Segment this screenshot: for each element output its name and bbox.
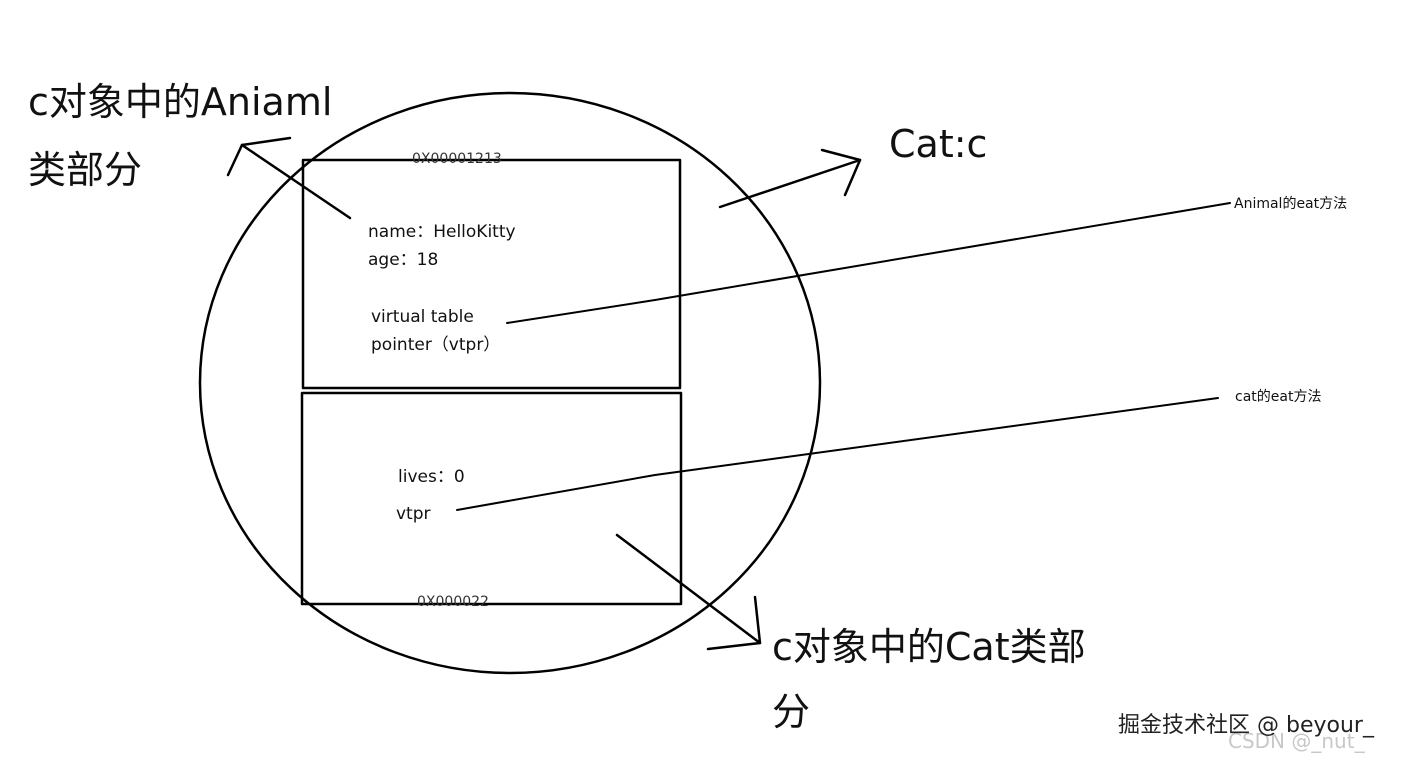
animal-address-label: 0X00001213 [412, 151, 502, 167]
animal-eat-pointer-line [506, 202, 1231, 324]
animal-part-box [301, 158, 682, 390]
vtable-pointer-line1: virtual table [371, 307, 474, 327]
vtable-pointer-line2: pointer（vtpr） [371, 335, 500, 355]
ghost-watermark: CSDN @_nut_ [1228, 729, 1366, 753]
object-ellipse [198, 91, 822, 675]
age-field: age：18 [368, 250, 438, 270]
watermark: 掘金技术社区 @ beyour_ [1118, 713, 1375, 738]
cat-part-label-line2: 分 [772, 690, 810, 734]
animal-part-label-line1: c对象中的Aniaml [28, 80, 332, 124]
cat-part-label-line1: c对象中的Cat类部 [772, 625, 1086, 669]
cat-object-label: Cat:c [889, 122, 987, 166]
cat-vtpr-field: vtpr [396, 504, 431, 524]
cat-eat-method-label: cat的eat方法 [1235, 389, 1321, 405]
cat-part-box [300, 391, 683, 606]
animal-part-arrow [226, 136, 352, 220]
cat-part-arrow [615, 533, 762, 651]
cat-eat-pointer-line [456, 397, 1219, 511]
animal-part-label-line2: 类部分 [28, 148, 142, 192]
name-field: name：HelloKitty [368, 222, 516, 242]
cat-object-arrow [718, 148, 862, 209]
cat-address-label: 0X000022 [417, 594, 489, 610]
animal-eat-method-label: Animal的eat方法 [1234, 196, 1347, 212]
lives-field: lives：0 [398, 467, 465, 487]
